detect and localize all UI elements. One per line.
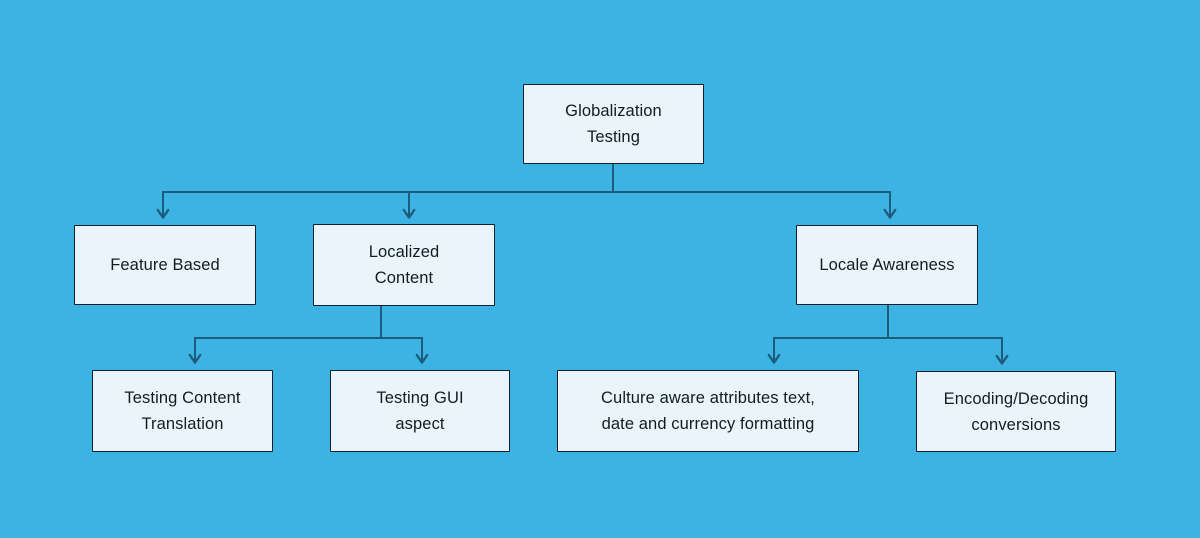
node-label-line: Testing Content bbox=[124, 389, 241, 407]
node-label-line: aspect bbox=[395, 415, 445, 433]
node-culture-aware-formatting: Culture aware attributes text, date and … bbox=[557, 370, 859, 452]
node-label-line: Encoding/Decoding bbox=[943, 389, 1089, 408]
node-label-line: conversions bbox=[971, 415, 1061, 434]
node-label-line: Globalization bbox=[565, 102, 662, 120]
node-encoding-decoding-conversions: Encoding/Decoding conversions bbox=[916, 371, 1116, 452]
node-locale-awareness: Locale Awareness bbox=[796, 225, 978, 305]
node-label-line: Locale Awareness bbox=[819, 256, 955, 274]
node-label-line: Testing GUI bbox=[376, 389, 464, 407]
node-localized-content: Localized Content bbox=[313, 224, 495, 306]
node-feature-based: Feature Based bbox=[74, 225, 256, 305]
node-label-line: Content bbox=[374, 269, 434, 287]
node-label-line: Feature Based bbox=[110, 256, 220, 274]
node-label-line: date and currency formatting bbox=[601, 415, 815, 433]
node-label-line: Culture aware attributes text, bbox=[601, 389, 815, 407]
node-testing-content-translation: Testing Content Translation bbox=[92, 370, 273, 452]
node-label-line: Translation bbox=[141, 415, 224, 433]
node-globalization-testing: Globalization Testing bbox=[523, 84, 704, 164]
node-label-line: Testing bbox=[587, 128, 640, 146]
node-label-line: Localized bbox=[368, 243, 440, 261]
node-testing-gui-aspect: Testing GUI aspect bbox=[330, 370, 510, 452]
